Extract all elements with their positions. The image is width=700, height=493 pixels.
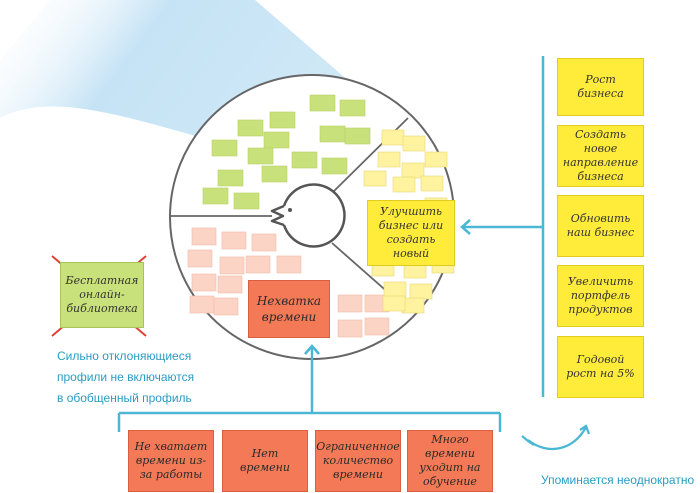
blank-sticky-note: [319, 125, 346, 143]
blank-sticky-note: [251, 233, 277, 252]
blank-sticky-note: [344, 127, 371, 145]
blank-sticky-note: [424, 151, 448, 168]
blank-sticky-note: [211, 139, 238, 157]
blank-sticky-note: [339, 99, 366, 117]
right-note-new-direction: Создать новое направление бизнеса: [557, 125, 644, 187]
blank-sticky-note: [213, 297, 239, 316]
blank-sticky-note: [321, 157, 348, 175]
bottom-note-learning-time: Много времени уходит на обучение: [407, 430, 493, 492]
blank-sticky-note: [364, 317, 390, 336]
pink-sticky-cluster: [187, 227, 390, 338]
blank-sticky-note: [245, 255, 271, 274]
blank-sticky-note: [191, 227, 217, 246]
excluded-caption-line-3: в обобщенный профиль: [57, 391, 192, 405]
bottom-note-work-time: Не хватает времени из-за работы: [128, 430, 214, 492]
connector-lines: [117, 56, 545, 432]
right-note-business-growth: Рост бизнеса: [557, 58, 644, 116]
blank-sticky-note: [191, 273, 217, 292]
blank-sticky-note: [337, 319, 363, 338]
blank-sticky-note: [409, 283, 433, 300]
blank-sticky-note: [269, 111, 296, 129]
blank-sticky-note: [233, 192, 260, 210]
blank-sticky-note: [237, 119, 264, 137]
right-note-update-business: Обновить наш бизнес: [557, 195, 644, 257]
bottom-note-limited-time: Ограниченное количество времени: [315, 430, 401, 492]
blank-sticky-note: [420, 175, 444, 192]
circle-note-improve-business: Улучшить бизнес или создать новый: [367, 200, 455, 266]
blank-sticky-note: [377, 151, 401, 168]
blank-sticky-note: [392, 176, 416, 193]
blank-sticky-note: [291, 151, 318, 169]
blank-sticky-note: [337, 294, 363, 313]
blank-sticky-note: [383, 281, 407, 298]
excluded-caption-line-1: Сильно отклоняющиеся: [57, 349, 192, 363]
blank-sticky-note: [187, 249, 213, 268]
face-icon: [270, 183, 346, 248]
blank-sticky-note: [221, 231, 247, 250]
curved-arrow-icon: [521, 424, 591, 451]
circle-note-time-shortage: Нехватка времени: [248, 280, 330, 338]
right-note-expand-portfolio: Увеличить портфель продуктов: [557, 265, 644, 327]
repeat-caption: Упоминается неоднократно: [541, 473, 695, 487]
blank-sticky-note: [276, 255, 302, 274]
blank-sticky-note: [381, 129, 405, 146]
blank-sticky-note: [263, 131, 290, 149]
blank-sticky-note: [402, 135, 426, 152]
blank-sticky-note: [202, 187, 229, 205]
bottom-note-no-time: Нет времени: [222, 430, 308, 492]
blank-sticky-note: [189, 295, 215, 314]
crossed-out-note: Бесплатная онлайн-библиотека: [60, 262, 144, 328]
blank-sticky-note: [219, 256, 245, 275]
blank-sticky-note: [309, 94, 336, 112]
blank-sticky-note: [382, 295, 406, 312]
blank-sticky-note: [217, 169, 244, 187]
green-sticky-cluster: [202, 94, 371, 210]
blank-sticky-note: [217, 275, 243, 294]
right-note-annual-growth: Годовой рост на 5%: [557, 336, 644, 398]
blank-sticky-note: [247, 147, 274, 165]
excluded-caption-line-2: профили не включаются: [57, 370, 195, 384]
blank-sticky-note: [363, 170, 387, 187]
blank-sticky-note: [261, 165, 288, 183]
